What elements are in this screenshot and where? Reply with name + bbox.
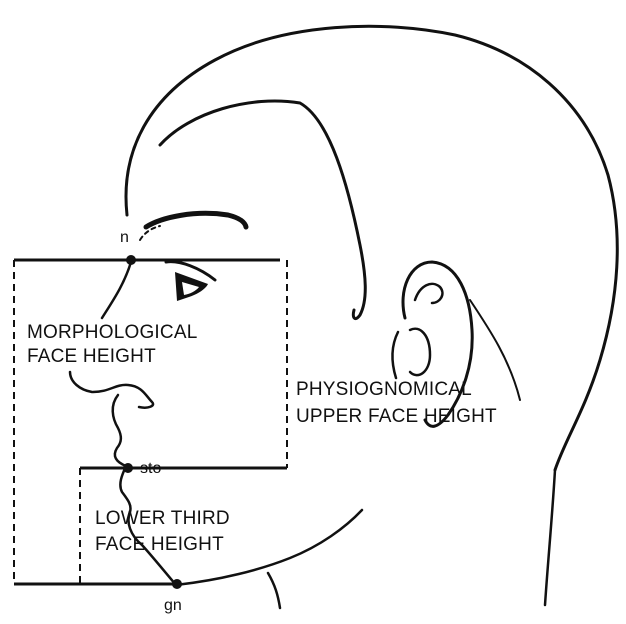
nose-profile [102,262,131,318]
stomion-label: sto [140,460,161,477]
cranium-contour [126,26,617,470]
nose-bridge [70,372,92,392]
morphological-label-line1: MORPHOLOGICAL [27,322,197,343]
nasion-point [126,255,136,265]
gnathion-label: gn [164,597,182,614]
labels: n MORPHOLOGICAL FACE HEIGHT PHYSIOGNOMIC… [27,229,497,614]
physiognomical-label-line1: PHYSIOGNOMICAL [296,379,472,400]
ear-lobe-curve [393,332,399,378]
stomion-point [123,463,133,473]
morphological-label-line2: FACE HEIGHT [27,346,156,367]
upper-eyelid [166,262,215,280]
back-neck-contour [545,470,555,605]
ear [393,262,521,426]
nasion-label: n [120,229,129,246]
ear-antihelix [410,329,430,375]
ear-inner [415,284,442,303]
ear-back-line [470,300,520,400]
nasion-leader [140,226,160,240]
throat-line [268,573,280,608]
lower-third-label-line2: FACE HEIGHT [95,534,224,555]
lower-third-label-line1: LOWER THIRD [95,508,230,529]
nostril [93,385,153,408]
gnathion-point [172,579,182,589]
eyebrow [146,213,246,227]
lips-profile [113,395,126,466]
physiognomical-label-line2: UPPER FACE HEIGHT [296,406,497,427]
